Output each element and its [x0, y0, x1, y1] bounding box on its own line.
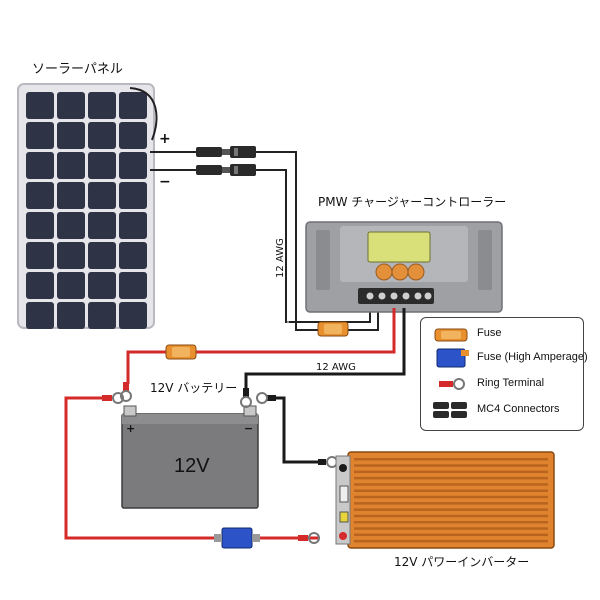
- panel-cable-loop: [129, 87, 158, 141]
- solar-cell: [26, 242, 54, 269]
- solar-cell: [57, 92, 85, 119]
- fuse-icon: [434, 328, 468, 342]
- legend-row-high-amperage-fuse: Fuse (High Amperage): [421, 346, 588, 370]
- legend-row-fuse: Fuse: [421, 322, 585, 346]
- high-amperage-fuse-icon: [436, 348, 469, 368]
- panel-plus-label: +: [159, 131, 171, 147]
- solar-cell: [88, 182, 116, 209]
- solar-cell: [119, 302, 147, 329]
- solar-cell: [88, 122, 116, 149]
- inverter-fin: [354, 489, 548, 492]
- solar-cell: [88, 272, 116, 299]
- inverter-fin: [354, 533, 548, 537]
- solar-cell: [119, 242, 147, 269]
- solar-cell: [57, 242, 85, 269]
- inverter-fin: [354, 464, 548, 467]
- solar-cell: [26, 182, 54, 209]
- inverter-fin: [354, 521, 548, 524]
- solar-cell: [57, 122, 85, 149]
- inverter-fin: [354, 458, 548, 461]
- solar-cell: [57, 272, 85, 299]
- battery-line-fuse: [165, 344, 197, 360]
- ring-terminal-inverter-positive: [298, 532, 320, 544]
- solar-cell: [119, 122, 147, 149]
- solar-cell: [88, 152, 116, 179]
- mc4-connector-negative: [196, 164, 256, 176]
- inverter-fin: [354, 470, 548, 474]
- controller-to-battery-negative: [244, 308, 406, 392]
- legend-label-ring-terminal: Ring Terminal: [477, 377, 545, 389]
- ring-terminals-battery: [102, 382, 276, 408]
- inverter-fin: [354, 495, 548, 499]
- controller-to-battery-positive: [126, 308, 396, 384]
- charge-controller: [305, 221, 503, 313]
- legend-row-mc4: MC4 Connectors: [421, 398, 585, 422]
- solar-cells: [26, 92, 147, 329]
- battery-plus-mark: +: [126, 422, 135, 435]
- solar-cell: [88, 92, 116, 119]
- panel-minus-label: −: [159, 174, 171, 190]
- controller-screen: [367, 231, 431, 263]
- solar-cell: [57, 212, 85, 239]
- battery-minus-mark: −: [244, 422, 253, 435]
- solar-cell: [57, 182, 85, 209]
- solar-cell: [26, 272, 54, 299]
- inverter-fin: [354, 502, 548, 505]
- solar-cell: [88, 212, 116, 239]
- awg-vertical-label: 12 AWG: [275, 238, 286, 278]
- ring-terminal-inverter-negative: [318, 456, 338, 468]
- panel-to-controller-wires: [256, 151, 379, 331]
- inverter-fin: [354, 483, 548, 486]
- power-inverter: [335, 451, 555, 549]
- solar-cell: [57, 152, 85, 179]
- legend-label-mc4: MC4 Connectors: [477, 403, 560, 415]
- legend-label-high-amperage-fuse: Fuse (High Amperage): [477, 351, 588, 363]
- controller-label: PMW チャージャーコントローラー: [318, 195, 506, 209]
- inverter-fins: [354, 458, 548, 543]
- inverter-fin: [354, 539, 548, 543]
- battery-to-inverter-positive: [64, 396, 318, 540]
- solar-cell: [57, 302, 85, 329]
- battery-label: 12V バッテリー: [150, 381, 237, 395]
- controller-button-3: [407, 263, 425, 281]
- mc4-connector-positive: [196, 146, 256, 158]
- battery-to-inverter-negative: [276, 396, 318, 464]
- legend-row-ring-terminal: Ring Terminal: [421, 372, 585, 396]
- solar-cell: [119, 212, 147, 239]
- solar-cell: [26, 152, 54, 179]
- inverter-terminal-positive: [339, 532, 347, 540]
- solar-panel: [17, 83, 155, 329]
- controller-button-2: [391, 263, 409, 281]
- inverter-fin: [354, 476, 548, 480]
- solar-cell: [119, 92, 147, 119]
- solar-cell: [88, 302, 116, 329]
- solar-cell: [119, 272, 147, 299]
- solar-cell: [88, 242, 116, 269]
- controller-terminals: [366, 292, 432, 300]
- solar-cell: [26, 302, 54, 329]
- legend-label-fuse: Fuse: [477, 327, 502, 339]
- battery-face-label: 12V: [174, 455, 210, 477]
- solar-cell: [119, 182, 147, 209]
- awg-horizontal-label: 12 AWG: [316, 362, 356, 373]
- solar-panel-label: ソーラーパネル: [32, 62, 123, 77]
- battery: 12V + −: [121, 405, 259, 509]
- solar-cell: [26, 122, 54, 149]
- ring-terminal-icon: [439, 378, 465, 390]
- solar-cell: [119, 152, 147, 179]
- inverter-fin: [354, 514, 548, 518]
- inverter-terminal-negative: [339, 464, 347, 472]
- panel-line-fuse: [317, 321, 349, 337]
- solar-cell: [26, 212, 54, 239]
- solar-cell: [26, 92, 54, 119]
- inverter-fin: [354, 508, 548, 511]
- inverter-label: 12V パワーインバーター: [394, 555, 529, 569]
- high-amperage-fuse: [214, 527, 260, 549]
- legend: Fuse Fuse (High Amperage) Ring Terminal …: [420, 317, 588, 431]
- mc4-connector-icon: [433, 402, 467, 418]
- controller-button-1: [375, 263, 393, 281]
- inverter-fin: [354, 527, 548, 530]
